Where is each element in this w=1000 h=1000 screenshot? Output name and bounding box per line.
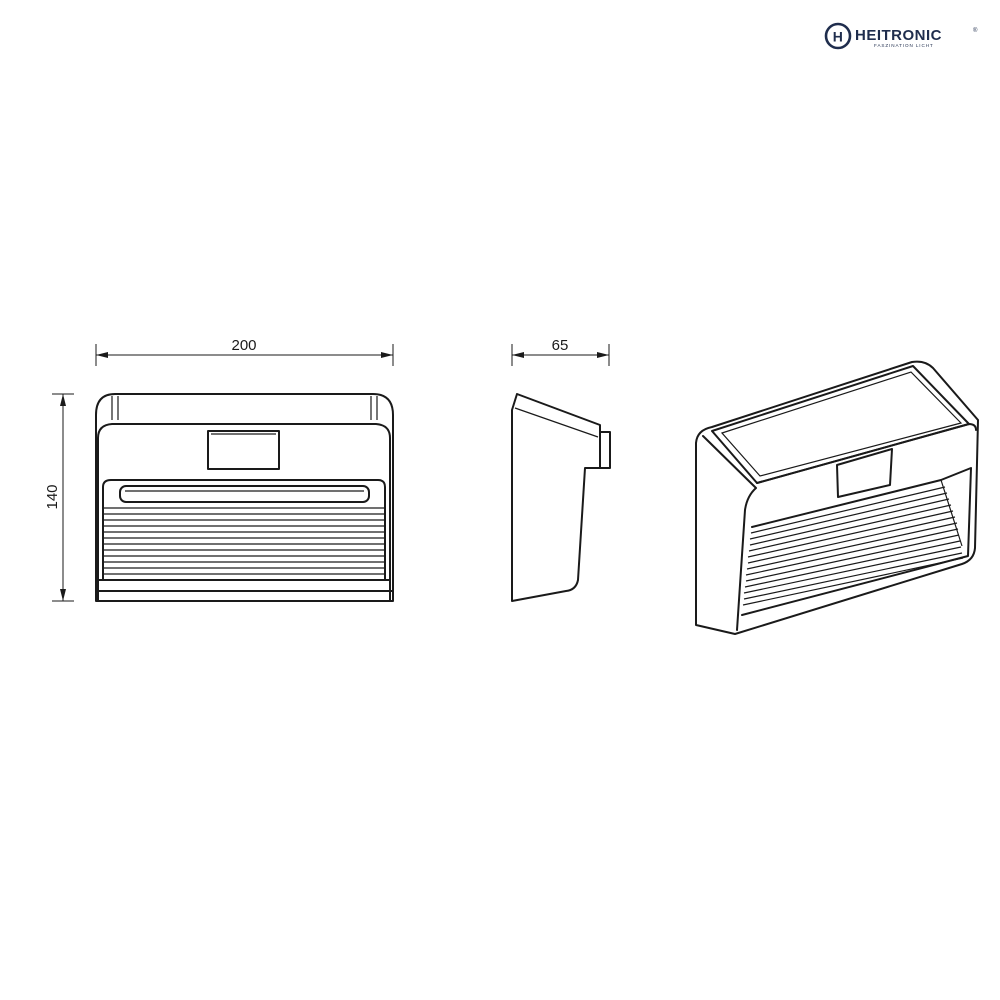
- dimension-depth-label: 65: [552, 337, 569, 354]
- dimension-width-label: 200: [231, 337, 256, 354]
- brand-tagline: FASZINATION LICHT: [874, 43, 934, 48]
- perspective-louvres: [742, 486, 964, 606]
- brand-logo: H HEITRONIC ® FASZINATION LICHT: [824, 22, 978, 50]
- brand-logo-letter: H: [833, 29, 844, 45]
- brand-registered-mark: ®: [973, 27, 978, 34]
- brand-logo-icon: [824, 22, 852, 50]
- brand-name: HEITRONIC: [855, 27, 942, 44]
- dimension-depth: 65: [511, 337, 610, 366]
- front-view: [95, 393, 394, 602]
- perspective-view: [695, 360, 979, 635]
- dimension-height: 140: [44, 393, 74, 602]
- dimension-height-label: 140: [44, 484, 61, 509]
- side-view: [511, 393, 611, 602]
- front-louvres: [104, 507, 384, 575]
- dimension-width: 200: [95, 337, 394, 366]
